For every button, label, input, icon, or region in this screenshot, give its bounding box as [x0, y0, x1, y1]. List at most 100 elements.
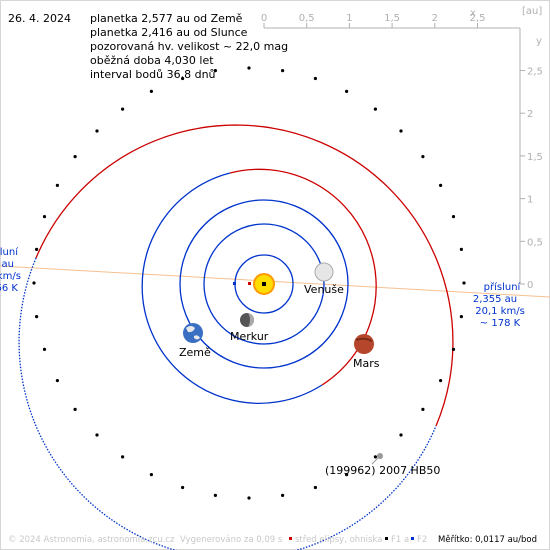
- orbit-point: [451, 215, 456, 219]
- perihelion-info: přísluní 2,355 au 20,1 km/s ~ 178 K: [473, 281, 525, 329]
- orbit-point: [149, 89, 153, 93]
- earth-label: Země: [179, 346, 211, 359]
- mars: Mars: [353, 334, 380, 370]
- orbit-point: [345, 89, 349, 93]
- x-tick-label: 0,5: [299, 13, 315, 24]
- orbit-point: [121, 455, 125, 459]
- orbit-point: [462, 281, 466, 285]
- orbit-point: [313, 76, 317, 81]
- y-tick-label: 1: [527, 195, 533, 206]
- orbit-point: [42, 347, 47, 351]
- orbit-point: [181, 76, 185, 81]
- orbit-point: [399, 433, 403, 437]
- mars-orbit-north: [229, 168, 377, 386]
- orbit-interval-points: [32, 66, 466, 500]
- x-tick-label: 1,5: [384, 13, 400, 24]
- info-magnitude: pozorovaná hv. velikost ~ 22,0 mag: [90, 40, 288, 53]
- orbit-point: [32, 281, 36, 285]
- date-label: 26. 4. 2024: [8, 12, 71, 25]
- legend-f1-text: F1 a: [391, 535, 409, 545]
- asteroid-orbit-south: [18, 257, 437, 550]
- orbit-point: [121, 107, 125, 111]
- scale-text: Měřítko: 0,0117 au/bod: [438, 535, 537, 545]
- venus-orbit: [203, 223, 325, 345]
- orbit-point: [421, 155, 425, 159]
- earth-orbit: [179, 199, 349, 369]
- orbit-point: [247, 496, 251, 500]
- generated-text: Vygenerováno za 0,09 s: [180, 535, 283, 545]
- x-tick-label: 1: [346, 13, 352, 24]
- mercury: Merkur: [230, 313, 269, 343]
- y-tick-label: 2: [527, 109, 533, 120]
- mars-orbit-south: [141, 172, 323, 404]
- info-sun-distance: planetka 2,416 au od Slunce: [90, 26, 248, 39]
- y-tick-label: 0: [527, 280, 533, 291]
- venus: Venuše: [304, 262, 344, 296]
- x-axis-label: x: [470, 8, 476, 19]
- perihelion-distance: 2,355 au: [473, 294, 517, 305]
- legend-f2-text: F2: [417, 535, 427, 545]
- orbit-point: [42, 215, 47, 219]
- asteroid-label: (199962) 2007 HB50: [325, 464, 440, 477]
- y-tick-label: 1,5: [527, 152, 543, 163]
- y-tick-label: 0,5: [527, 237, 543, 248]
- sun: [233, 273, 275, 295]
- orbit-point: [399, 129, 403, 133]
- footer: © 2024 Astronomia, astronomia.zcu.cz Vyg…: [8, 535, 537, 545]
- orbit-point: [35, 315, 39, 319]
- orbit-point: [73, 407, 77, 411]
- venus-planet: [314, 262, 334, 282]
- venus-label: Venuše: [304, 283, 344, 296]
- info-earth-distance: planetka 2,577 au od Země: [90, 12, 243, 25]
- mars-label: Mars: [353, 357, 380, 370]
- perihelion-title: přísluní: [484, 281, 522, 293]
- orbit-point: [247, 66, 251, 70]
- orbit-point: [35, 247, 39, 251]
- mars-planet: [354, 334, 374, 354]
- orbit-point: [213, 69, 217, 73]
- orbit-point: [451, 347, 456, 351]
- orbit-point: [73, 155, 77, 159]
- mercury-label: Merkur: [230, 330, 269, 343]
- orbit-point: [55, 379, 60, 383]
- copyright-text: © 2024 Astronomia, astronomia.zcu.cz: [8, 535, 175, 545]
- orbit-point: [313, 485, 317, 490]
- asteroid: (199962) 2007 HB50: [325, 453, 440, 477]
- planet-orbits: [141, 168, 377, 404]
- orbit-point: [55, 183, 60, 187]
- orbit-point: [281, 69, 285, 73]
- y-tick-label: 2,5: [527, 67, 543, 78]
- orbit-point: [373, 455, 377, 459]
- info-point-interval: interval bodů 36,8 dnů: [90, 68, 216, 81]
- asteroid-orbit-north: [35, 124, 454, 427]
- perihelion-temperature: ~ 178 K: [480, 318, 521, 329]
- y-ticks: 2,5 2 1,5 1 0,5 0: [520, 67, 543, 291]
- ellipse-center-marker: [248, 282, 251, 285]
- legend-center-text: střed elipsy, ohniska: [295, 535, 382, 545]
- orbit-point: [439, 379, 443, 383]
- x-tick-label: 2: [432, 13, 438, 24]
- orbit-point: [281, 493, 285, 497]
- earth: Země: [179, 323, 211, 359]
- orbit-point: [373, 107, 377, 111]
- header: 26. 4. 2024 planetka 2,577 au od Země pl…: [8, 12, 288, 81]
- legend-center-marker: [289, 537, 292, 540]
- orbit-point: [439, 183, 443, 187]
- orbit-point: [213, 493, 217, 497]
- x-tick-label: 0: [261, 13, 267, 24]
- orbit-point: [95, 129, 99, 133]
- orbit-point: [459, 315, 463, 319]
- info-period: oběžná doba 4,030 let: [90, 54, 214, 67]
- x-tick-label: 2,5: [470, 13, 486, 24]
- asteroid-orbit: [18, 66, 466, 550]
- apse-line: [0, 265, 550, 298]
- orbit-point: [95, 433, 99, 437]
- axis-unit: [au]: [522, 6, 542, 17]
- focus-f1-marker: [262, 282, 266, 286]
- orbit-point: [181, 485, 185, 490]
- legend-f2-marker: [411, 537, 414, 540]
